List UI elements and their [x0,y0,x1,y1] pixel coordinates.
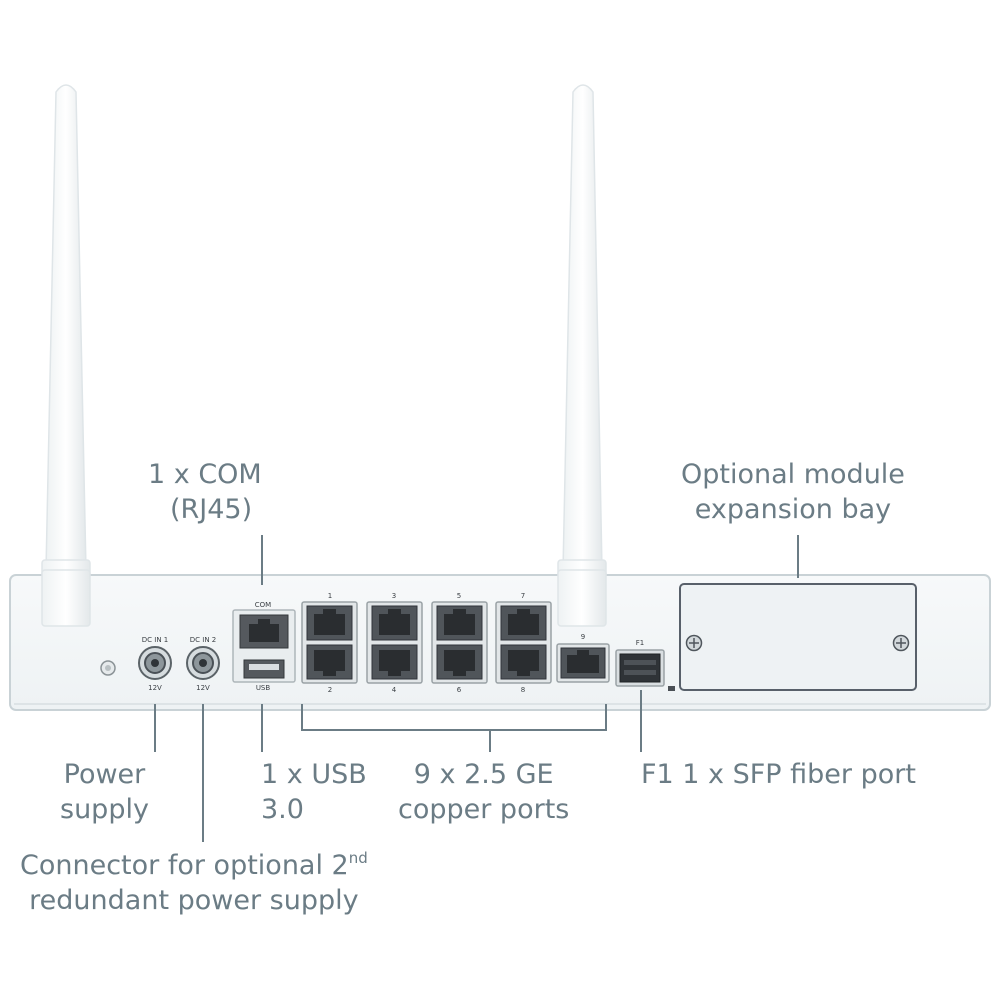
port-stack-5-6 [431,601,488,684]
port-stack-1-2 [301,601,358,684]
ground-screw-icon [100,660,116,676]
sfp-f1-label: F1 [635,639,645,647]
dc-in-1-connector[interactable] [138,646,172,680]
copper-ports-callout-line2: copper ports [398,794,570,825]
com-label: COM [254,601,272,609]
left-antenna [41,84,91,627]
port-9-label: 9 [580,633,586,641]
redundant-power-callout-text: Connector for optional 2 [20,850,349,881]
redundant-power-callout-line1: Connector for optional 2nd [20,848,368,883]
usb-callout: 1 x USB 3.0 [261,757,367,827]
sfp-callout: F1 1 x SFP fiber port [641,757,916,792]
expansion-bay[interactable] [679,583,917,691]
sfp-port-block [615,649,665,687]
redundant-power-callout-line2: redundant power supply [29,885,359,916]
port-stack-3-4 [366,601,423,684]
dc-in-1-label: DC IN 1 [141,636,169,644]
bay-screw-left-icon [685,634,703,652]
com-callout-line2: (RJ45) [170,494,253,525]
port-7-label: 7 [520,592,526,600]
right-antenna [557,84,607,627]
port-9-block [556,643,610,683]
port-4-label: 4 [391,686,397,694]
sfp-port[interactable] [619,653,661,683]
com-callout-line1: 1 x COM [148,459,262,490]
bay-screw-right-icon [892,634,910,652]
com-usb-block [232,609,296,683]
redundant-power-callout: Connector for optional 2nd redundant pow… [20,848,368,918]
power-supply-callout-line1: Power [63,759,146,790]
copper-ports-callout: 9 x 2.5 GE copper ports [398,757,569,827]
volt-2-label: 12V [196,684,210,692]
usb-label: USB [255,684,271,692]
port-3-label: 3 [391,592,397,600]
port-2-label: 2 [327,686,333,694]
power-supply-callout: Power supply [60,757,149,827]
expansion-bay-callout-line1: Optional module [681,459,905,490]
copper-ports-callout-line1: 9 x 2.5 GE [413,759,554,790]
port-stack-7-8 [495,601,552,684]
copper-ports-1-8 [301,601,552,684]
redundant-power-callout-sup: nd [348,849,368,867]
dc-in-2-connector[interactable] [186,646,220,680]
sfp-callout-line1: F1 1 x SFP fiber port [641,759,916,790]
port-8-label: 8 [520,686,526,694]
leader-lines [154,535,799,842]
port-5-label: 5 [456,592,462,600]
usb-callout-line2: 3.0 [261,794,304,825]
port-1-label: 1 [327,592,333,600]
port-6-label: 6 [456,686,462,694]
status-led [668,686,675,691]
com-callout: 1 x COM (RJ45) [148,457,262,527]
expansion-bay-callout: Optional module expansion bay [681,457,905,527]
power-supply-callout-line2: supply [60,794,149,825]
expansion-bay-callout-line2: expansion bay [694,494,892,525]
usb-callout-line1: 1 x USB [261,759,367,790]
volt-1-label: 12V [148,684,162,692]
dc-in-2-label: DC IN 2 [189,636,217,644]
